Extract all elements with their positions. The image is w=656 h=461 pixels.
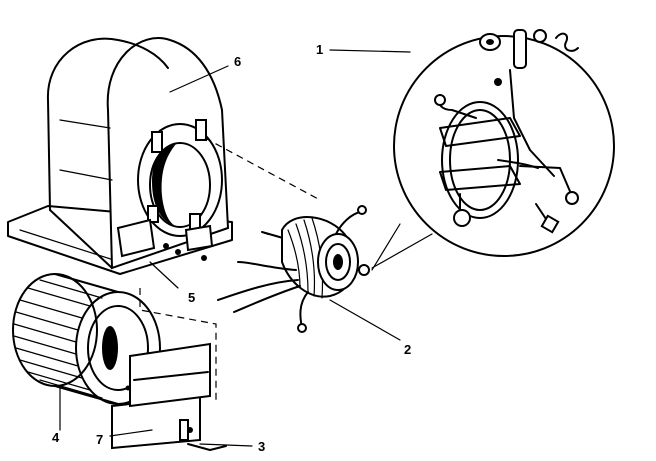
callout-2: 2 [404,342,411,357]
leader-lines [59,49,411,447]
callout-3: 3 [258,439,265,454]
cutoff-plate [111,342,227,451]
blower-motor [217,205,370,333]
callout-labels: 1 2 3 4 5 6 7 [52,42,411,454]
callout-6: 6 [234,54,241,69]
callout-7: 7 [96,432,103,447]
callout-4: 4 [52,430,60,445]
blower-wheel [12,273,161,405]
callout-5: 5 [188,290,195,305]
blower-housing [7,37,233,275]
mounting-kit-detail [371,29,615,271]
callout-1: 1 [316,42,323,57]
